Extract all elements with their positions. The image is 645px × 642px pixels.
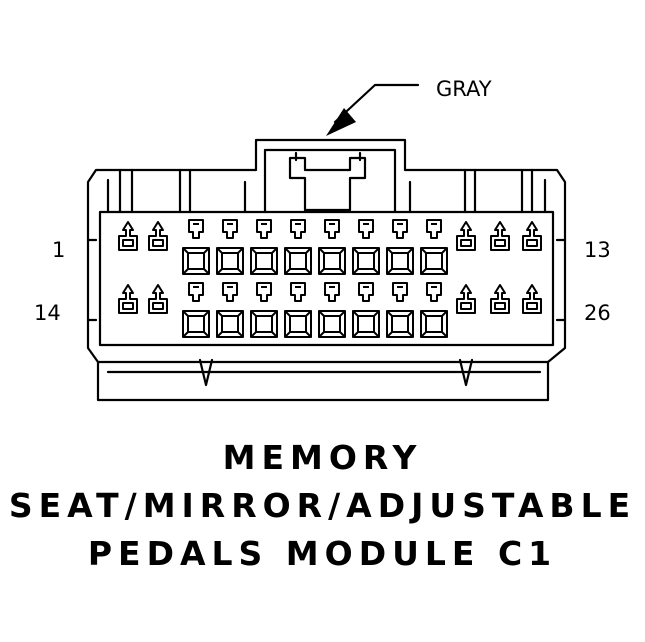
pin-cavity-26 — [522, 284, 542, 314]
pin-cavity-18 — [250, 282, 278, 338]
pin-cavity-7 — [318, 219, 346, 275]
pin-cavity-9 — [386, 219, 414, 275]
pin-cavity-1 — [118, 221, 138, 251]
pin-cavity-10 — [420, 219, 448, 275]
pin-cavity-4 — [216, 219, 244, 275]
color-label: GRAY — [436, 77, 492, 101]
color-leader-line — [333, 83, 420, 124]
pin-cavity-22 — [386, 282, 414, 338]
latch-left — [288, 156, 367, 212]
pin-cavity-21 — [352, 282, 380, 338]
pin-cavity-14 — [118, 284, 138, 314]
pin-cavity-24 — [456, 284, 476, 314]
pin-cavity-2 — [148, 221, 168, 251]
pin-cavity-5 — [250, 219, 278, 275]
pin-cavity-11 — [456, 221, 476, 251]
pin-label-14: 14 — [34, 301, 61, 325]
pin-cavity-19 — [284, 282, 312, 338]
latch-housing — [263, 148, 397, 214]
pin-cavity-12 — [490, 221, 510, 251]
connector-face — [98, 210, 555, 347]
pin-cavity-3 — [182, 219, 210, 275]
title-line-1: MEMORY — [222, 438, 423, 477]
color-leader-arrowhead — [326, 108, 356, 136]
pin-cavity-25 — [490, 284, 510, 314]
pin-label-1: 1 — [52, 238, 65, 262]
connector-skirt — [96, 360, 550, 374]
pin-label-26: 26 — [584, 301, 611, 325]
pin-cavity-13 — [522, 221, 542, 251]
pin-cavity-6 — [284, 219, 312, 275]
pin-cavity-17 — [216, 282, 244, 338]
pin-label-13: 13 — [584, 238, 611, 262]
title-line-3: PEDALS MODULE C1 — [87, 534, 558, 573]
pin-cavity-15 — [148, 284, 168, 314]
title-line-2: SEAT/MIRROR/ADJUSTABLE — [8, 486, 637, 525]
pin-cavity-16 — [182, 282, 210, 338]
pin-cavity-20 — [318, 282, 346, 338]
pin-cavity-23 — [420, 282, 448, 338]
pin-cavity-8 — [352, 219, 380, 275]
connector-body — [86, 138, 567, 402]
